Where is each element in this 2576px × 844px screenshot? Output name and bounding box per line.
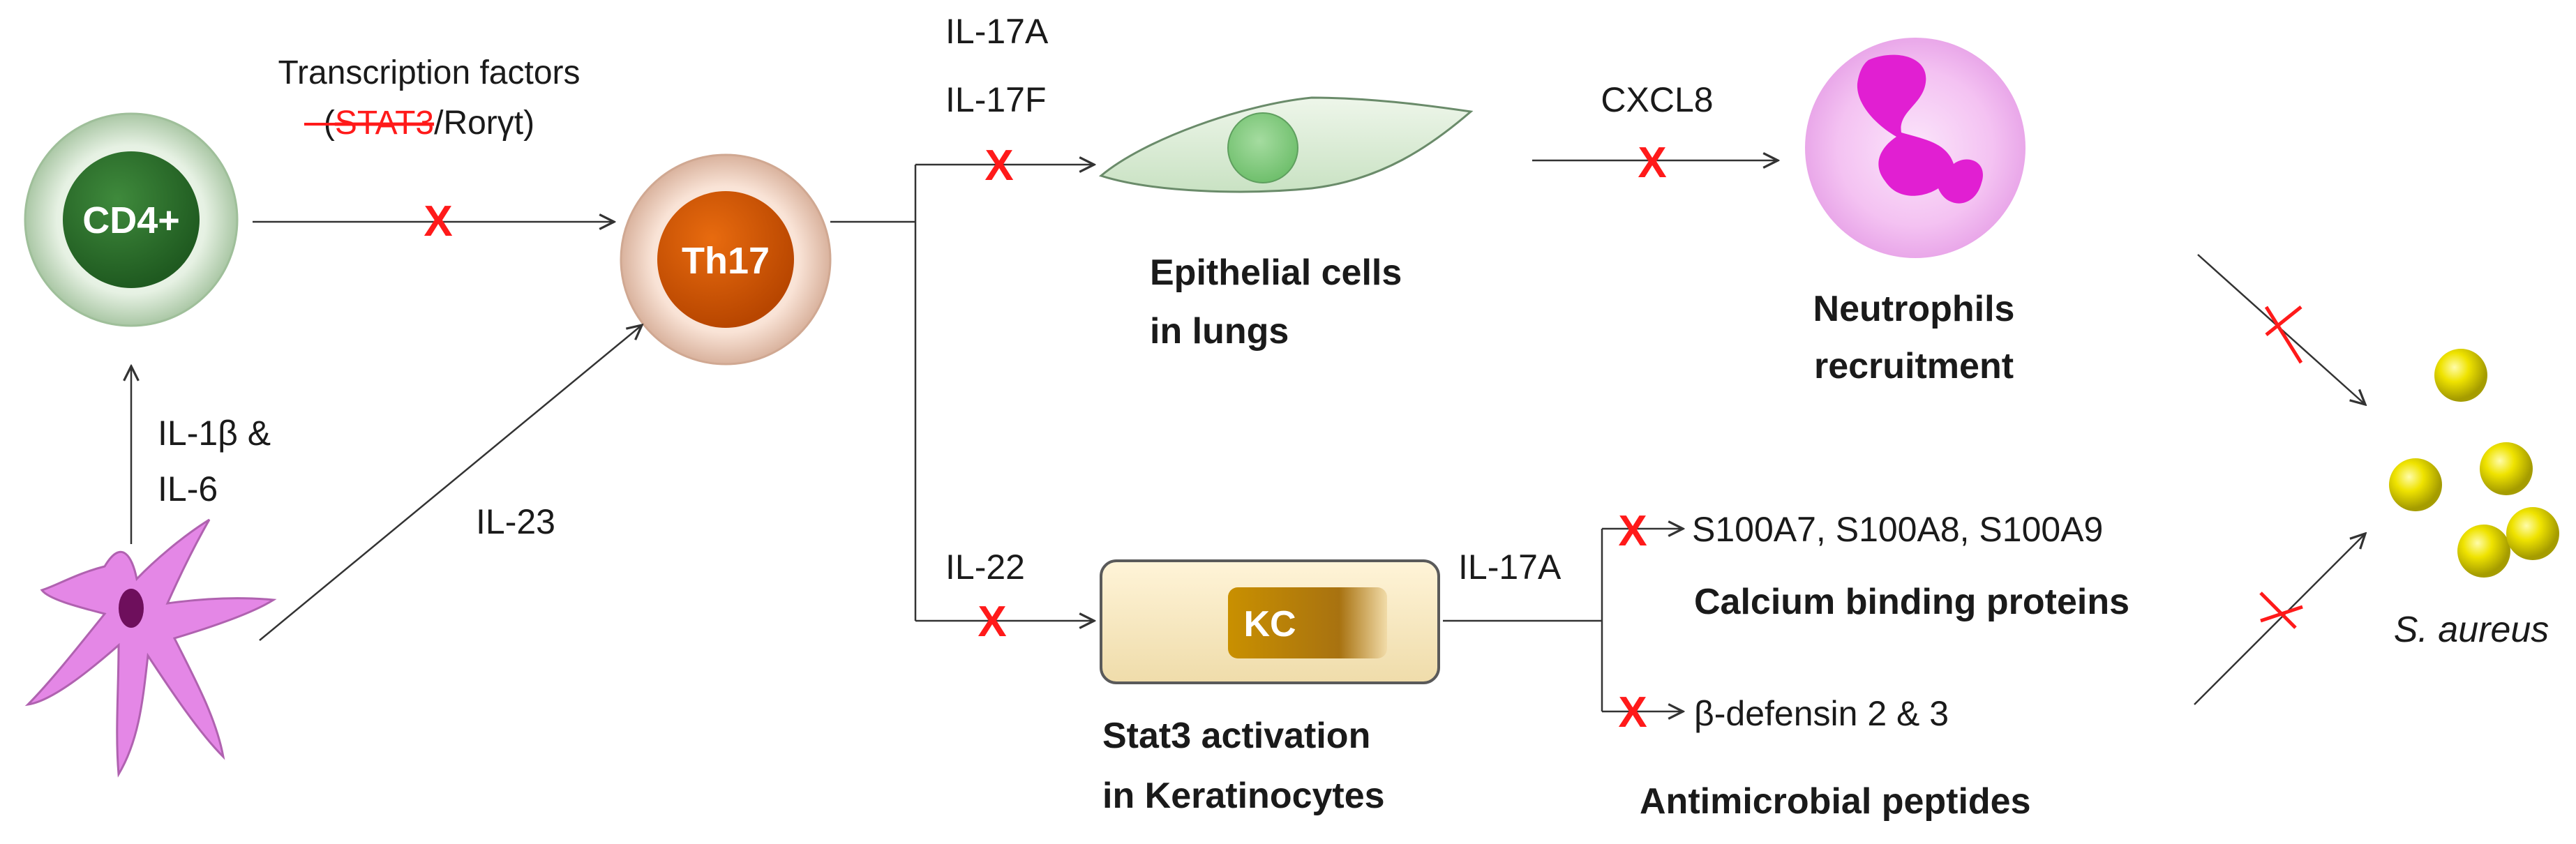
saureus-cluster <box>2389 349 2559 578</box>
transcription-factors-detail: (STAT3/Rorγt) <box>324 105 534 142</box>
neutrophils-label-1: Neutrophils <box>1813 289 2015 329</box>
il17f-label: IL-17F <box>945 80 1047 119</box>
saureus-label: S. aureus <box>2394 610 2549 650</box>
il23-label: IL-23 <box>476 502 555 541</box>
th17-cell: Th17 <box>620 153 832 366</box>
dendritic-cell <box>24 518 277 778</box>
il22-label: IL-22 <box>945 548 1025 587</box>
epithelial-label-2: in lungs <box>1150 311 1289 352</box>
cd4-cell: CD4+ <box>24 112 239 327</box>
dc-to-th17-arrow <box>259 325 642 641</box>
cd4-label: CD4+ <box>82 199 180 241</box>
block-mark-cxcl8: X <box>1638 139 1666 187</box>
cxcl8-label: CXCL8 <box>1601 80 1713 119</box>
block-mark-epithelial: X <box>984 142 1013 190</box>
block-slash-neutrophil-2 <box>2264 306 2303 364</box>
il17a-top-label: IL-17A <box>945 12 1049 51</box>
epithelial-cell <box>1098 96 1474 193</box>
il1b-label: IL-1β & <box>158 414 271 453</box>
block-mark-kc: X <box>978 598 1006 646</box>
s100-label: S100A7, S100A8, S100A9 <box>1692 510 2103 549</box>
block-slash-neutrophil-1 <box>2265 306 2302 336</box>
block-mark-defensin: X <box>1618 688 1647 737</box>
stat3-label-2: in Keratinocytes <box>1102 776 1385 816</box>
block-mark-s100: X <box>1618 507 1647 555</box>
neutrophils-label-2: recruitment <box>1814 346 2014 386</box>
antimicrobial-label: Antimicrobial peptides <box>1640 781 2031 822</box>
block-mark-cd4-th17: X <box>424 197 452 246</box>
calcium-binding-label: Calcium binding proteins <box>1694 582 2129 622</box>
kc-label: KC <box>1243 604 1296 645</box>
il6-label: IL-6 <box>158 469 218 508</box>
amp-to-saureus-arrow <box>2194 534 2365 705</box>
epithelial-label-1: Epithelial cells <box>1150 253 1402 293</box>
stat3-label-1: Stat3 activation <box>1102 716 1370 756</box>
defensin-label: β-defensin 2 & 3 <box>1694 694 1949 733</box>
block-slash-amp-1 <box>2259 591 2297 629</box>
transcription-factors-label: Transcription factors <box>278 54 580 91</box>
il17a-kc-label: IL-17A <box>1458 548 1562 587</box>
keratinocyte-cell: KC <box>1100 559 1440 684</box>
block-slash-amp-2 <box>2260 605 2303 623</box>
th17-label: Th17 <box>682 240 770 282</box>
neutrophil-cell <box>1805 38 2025 258</box>
